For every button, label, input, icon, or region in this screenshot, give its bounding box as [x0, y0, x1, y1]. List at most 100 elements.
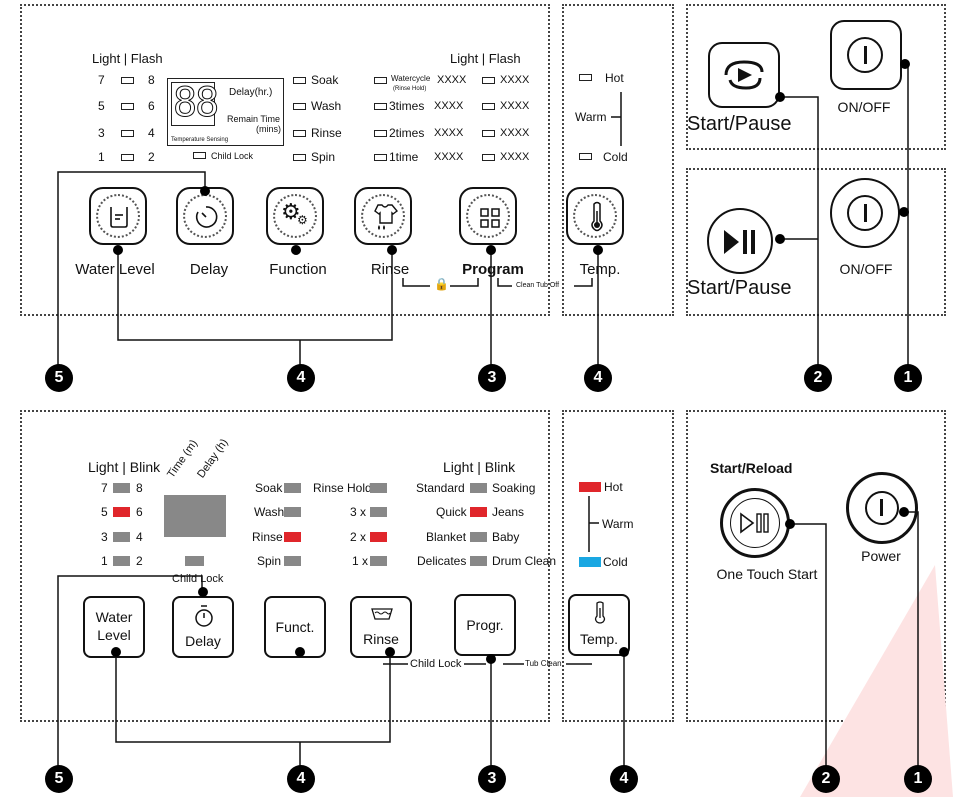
water-level-button[interactable]: Water Level [83, 596, 145, 658]
on-off-label-2: ON/OFF [839, 261, 893, 277]
spin-indicator [284, 556, 301, 566]
program-label: Jeans [492, 505, 525, 519]
rinse-button[interactable]: Rinse [350, 596, 412, 658]
top-right-lower-panel [686, 168, 946, 316]
delay-button[interactable] [176, 187, 234, 245]
program-code: XXXX [500, 127, 530, 139]
progr-button[interactable]: Progr. [454, 594, 516, 656]
rinse-2x-label: 2 x [350, 530, 367, 544]
spin-label: Spin [257, 554, 282, 568]
program-indicator [470, 556, 487, 566]
start-pause-button-1[interactable] [708, 42, 780, 108]
temp-button[interactable]: Temp. [568, 594, 630, 656]
program-label: Program [462, 261, 524, 278]
program-led [482, 154, 495, 161]
rinse-hold-label: (Rinse Hold) [393, 86, 427, 92]
rinse-button[interactable] [354, 187, 412, 245]
start-pause-dot [775, 92, 785, 102]
spin-label: Spin [311, 150, 336, 164]
on-off-label-1: ON/OFF [837, 99, 891, 115]
rinse-hold-label: Rinse Hold [313, 481, 372, 495]
level-label: 4 [136, 530, 143, 544]
child-lock-label: Child Lock [172, 573, 224, 585]
program-label: Standard [416, 481, 465, 495]
on-off-dot [899, 207, 909, 217]
callout-number: 4 [287, 765, 315, 793]
water-level-button[interactable] [89, 187, 147, 245]
start-pause-dot [775, 234, 785, 244]
grid-icon [480, 208, 500, 228]
tub-clean-label: Tub Clean [525, 659, 562, 668]
on-off-button-1[interactable] [830, 20, 902, 90]
power-button[interactable] [846, 472, 918, 544]
callout-number: 4 [610, 765, 638, 793]
program-led [482, 130, 495, 137]
soak-label: Soak [311, 73, 339, 87]
clean-tub-off-label: Clean Tub Off [516, 282, 560, 289]
rinse-3times-led [374, 103, 387, 110]
program-code: XXXX [434, 127, 464, 139]
power-icon [847, 37, 883, 73]
callout-number: 3 [478, 364, 506, 392]
program-label: Drum Clean [492, 554, 557, 568]
power-label: Power [861, 548, 901, 564]
delay-hr-label: Delay(hr.) [229, 87, 273, 98]
level-indicator [113, 507, 130, 517]
level-label: 5 [98, 99, 105, 113]
funct-button[interactable]: Funct. [264, 596, 326, 658]
level-label: 1 [98, 150, 105, 164]
watercycle-led [374, 77, 387, 84]
callout-number: 3 [478, 765, 506, 793]
rinse-button-label: Rinse [370, 261, 410, 278]
level-label: 2 [136, 554, 143, 568]
level-label: 3 [101, 530, 108, 544]
delay-button[interactable]: Delay [172, 596, 234, 658]
gears-icon: ⚙ [281, 200, 301, 225]
program-led [482, 77, 495, 84]
program-button[interactable] [459, 187, 517, 245]
function-button[interactable]: ⚙ ⚙ [266, 187, 324, 245]
level-label: 8 [136, 481, 143, 495]
soak-indicator [284, 483, 301, 493]
program-code: XXXX [500, 74, 530, 86]
funct-dot [295, 647, 305, 657]
water-level-dot [113, 245, 123, 255]
on-off-dot [900, 59, 910, 69]
top-main-panel [20, 4, 550, 316]
light-blink-right-label: Light | Blink [443, 459, 516, 475]
on-off-button-2[interactable] [830, 178, 900, 248]
display-digits: 88 [172, 80, 219, 126]
rinse-3x-label: 3 x [350, 505, 367, 519]
program-code: XXXX [437, 74, 467, 86]
rinse-label: Rinse [252, 530, 283, 544]
one-touch-start-label: One Touch Start [716, 566, 818, 582]
soak-label: Soak [255, 481, 283, 495]
callout-number: 1 [894, 364, 922, 392]
function-dot [291, 245, 301, 255]
bottom-main-panel [20, 410, 550, 722]
level-label: 3 [98, 126, 105, 140]
warm-label: Warm [602, 517, 634, 531]
start-reload-label: Start/Reload [710, 460, 793, 476]
program-label: Delicates [417, 554, 467, 568]
timer-icon [195, 206, 218, 228]
one-touch-start-button[interactable] [720, 488, 790, 558]
level-led [121, 77, 134, 84]
callout-number: 4 [287, 364, 315, 392]
bottom-temp-panel [562, 410, 674, 722]
bottom-right-panel [686, 410, 946, 722]
cold-led [579, 153, 592, 160]
delay-label: Delay [189, 261, 229, 278]
wash-label: Wash [254, 505, 285, 519]
temp-button[interactable] [566, 187, 624, 245]
rinse-2times-label: 2times [389, 126, 425, 140]
program-dot [486, 245, 496, 255]
start-pause-button-2[interactable] [707, 208, 773, 274]
play-pause-icon [724, 230, 755, 254]
delay-dot [200, 186, 210, 196]
start-pause-label-2: Start/Pause [687, 277, 792, 299]
cold-label: Cold [603, 555, 628, 569]
callout-number: 2 [812, 765, 840, 793]
program-code: XXXX [500, 151, 530, 163]
